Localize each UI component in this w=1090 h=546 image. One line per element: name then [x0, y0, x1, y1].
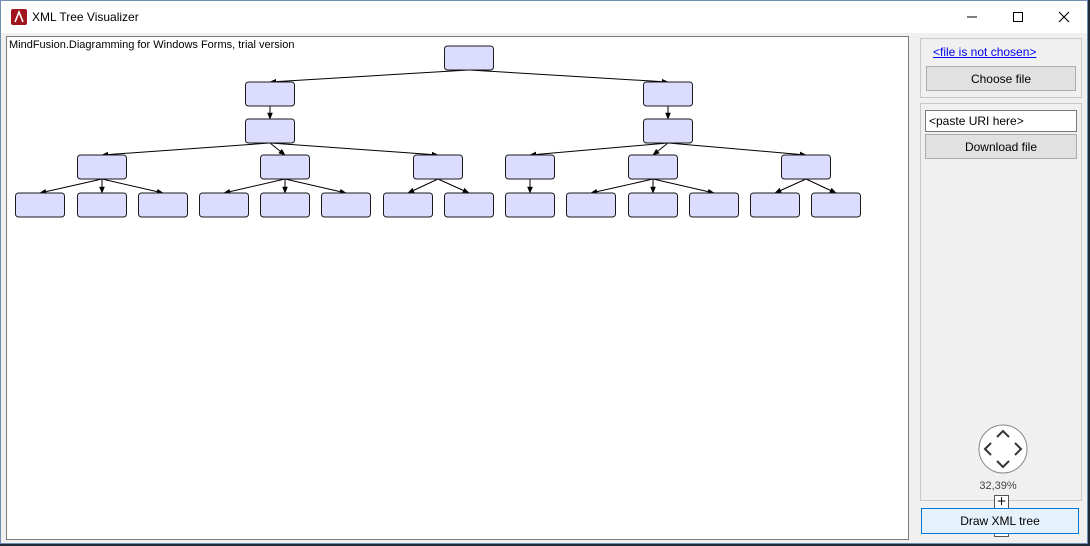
minimize-icon: [967, 16, 977, 18]
title-bar[interactable]: XML Tree Visualizer: [1, 1, 1087, 33]
choose-file-button[interactable]: Choose file: [926, 66, 1076, 91]
tree-edge: [101, 178, 164, 195]
file-link[interactable]: <file is not chosen>: [933, 45, 1037, 59]
zoom-plus-icon: +: [996, 494, 1007, 508]
tree-edge: [652, 142, 669, 156]
tree-node[interactable]: [260, 192, 310, 218]
tree-edge: [284, 178, 347, 195]
close-button[interactable]: [1041, 1, 1087, 33]
tree-edge: [269, 142, 439, 158]
tree-node[interactable]: [383, 192, 433, 218]
tree-node[interactable]: [245, 81, 295, 107]
maximize-icon: [1013, 12, 1023, 22]
xml-tree-diagram: [15, 45, 861, 218]
tree-edge: [269, 69, 470, 85]
zoom-in-button[interactable]: +: [994, 495, 1009, 509]
zoom-level: 32,39%: [979, 480, 1017, 492]
tree-edge: [468, 69, 669, 85]
tree-edge: [407, 178, 439, 194]
tree-edge: [101, 142, 271, 158]
tree-node[interactable]: [245, 118, 295, 144]
pan-arrows-icon[interactable]: [978, 424, 1028, 474]
tree-node[interactable]: [811, 192, 861, 218]
tree-node[interactable]: [781, 154, 831, 180]
tree-node[interactable]: [77, 192, 127, 218]
tree-node[interactable]: [689, 192, 739, 218]
tree-edge: [652, 178, 715, 195]
tree-edge: [805, 178, 837, 194]
file-group: <file is not chosen> Choose file: [920, 38, 1082, 98]
window-title: XML Tree Visualizer: [32, 10, 139, 24]
tree-edge: [667, 142, 807, 158]
tree-edge: [590, 178, 654, 195]
tree-edge: [39, 178, 103, 195]
tree-node[interactable]: [566, 192, 616, 218]
sidebar: <file is not chosen> Choose file <paste …: [916, 36, 1083, 541]
tree-node[interactable]: [413, 154, 463, 180]
download-file-button[interactable]: Download file: [925, 134, 1077, 159]
tree-node[interactable]: [199, 192, 249, 218]
maximize-button[interactable]: [995, 1, 1041, 33]
tree-edge: [437, 178, 470, 194]
draw-xml-tree-button[interactable]: Draw XML tree: [921, 508, 1079, 534]
tree-edge: [774, 178, 807, 194]
uri-input[interactable]: <paste URI here>: [925, 110, 1077, 132]
tree-edge: [269, 142, 286, 156]
tree-node[interactable]: [750, 192, 800, 218]
tree-node[interactable]: [138, 192, 188, 218]
uri-group: <paste URI here> Download file + - = −: [920, 103, 1082, 537]
tree-node[interactable]: [643, 81, 693, 107]
minimize-button[interactable]: [949, 1, 995, 33]
tree-edge: [529, 142, 669, 158]
tree-node[interactable]: [321, 192, 371, 218]
tree-edge: [223, 178, 286, 195]
tree-node[interactable]: [505, 192, 555, 218]
app-icon: [11, 9, 27, 25]
tree-node[interactable]: [77, 154, 127, 180]
tree-node[interactable]: [15, 192, 65, 218]
tree-node[interactable]: [628, 154, 678, 180]
tree-node[interactable]: [444, 192, 494, 218]
close-icon: [1058, 11, 1070, 23]
tree-node[interactable]: [444, 45, 494, 71]
trial-watermark: MindFusion.Diagramming for Windows Forms…: [9, 39, 295, 51]
tree-node[interactable]: [260, 154, 310, 180]
tree-node[interactable]: [628, 192, 678, 218]
tree-node[interactable]: [505, 154, 555, 180]
diagram-canvas[interactable]: MindFusion.Diagramming for Windows Forms…: [6, 36, 909, 540]
tree-node[interactable]: [643, 118, 693, 144]
